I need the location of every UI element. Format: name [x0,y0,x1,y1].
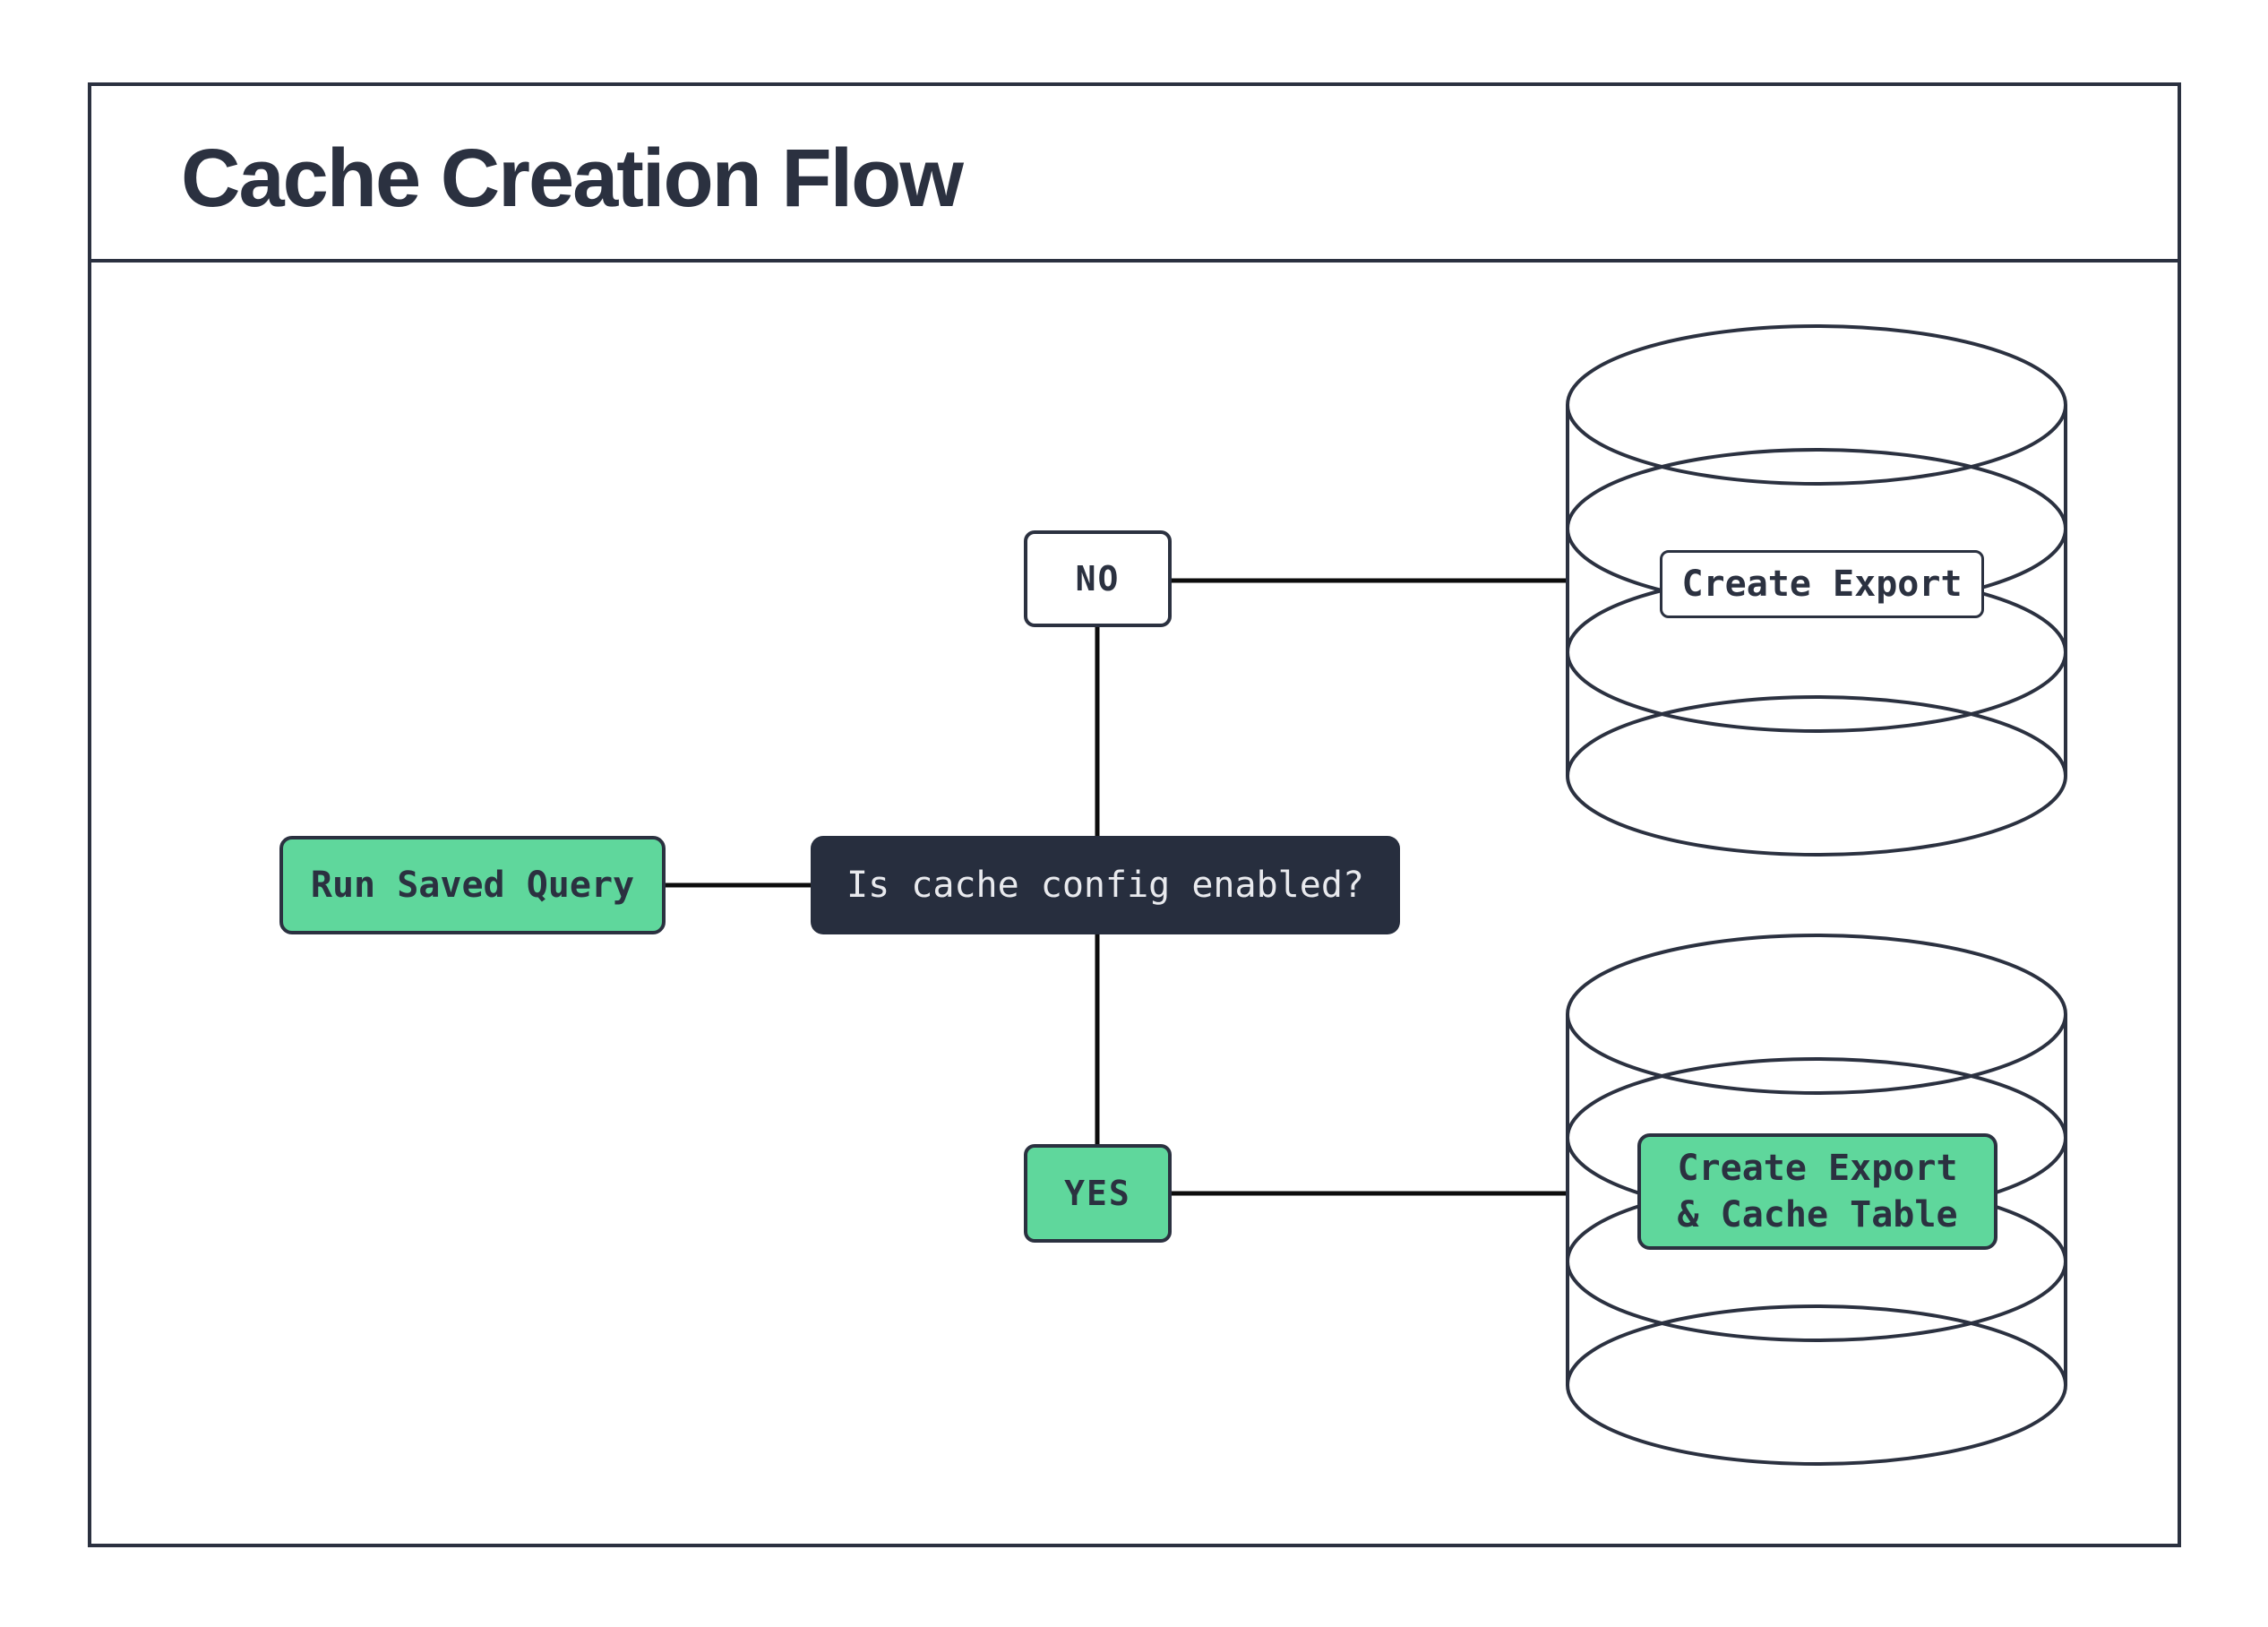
cylinder-top-fill [1568,326,2066,484]
node-branch-no: NO [1024,530,1172,627]
node-run-saved-query: Run Saved Query [279,836,666,934]
cylinder-top-fill [1568,935,2066,1093]
node-branch-yes: YES [1024,1144,1172,1243]
node-create-export-cache-table-label-line2: & Cache Table [1677,1194,1958,1235]
node-create-export: Create Export [1660,550,1984,618]
node-create-export-label: Create Export [1681,564,1963,605]
page-title: Cache Creation Flow [181,133,964,224]
cylinder-bottom-fill [1568,697,2066,855]
node-create-export-cache-table: Create Export & Cache Table [1637,1133,1997,1250]
node-cache-config-decision-label: Is cache config enabled? [846,865,1364,906]
diagram-header: Cache Creation Flow [91,86,2178,263]
node-run-saved-query-label: Run Saved Query [310,865,635,906]
node-branch-yes-label: YES [1064,1174,1131,1213]
node-create-export-cache-table-label-line1: Create Export [1677,1148,1958,1189]
cylinder-bottom-fill [1568,1306,2066,1464]
node-branch-no-label: NO [1075,559,1121,598]
node-cache-config-decision: Is cache config enabled? [811,836,1400,934]
diagram-frame: Cache Creation Flow [88,82,2181,1547]
